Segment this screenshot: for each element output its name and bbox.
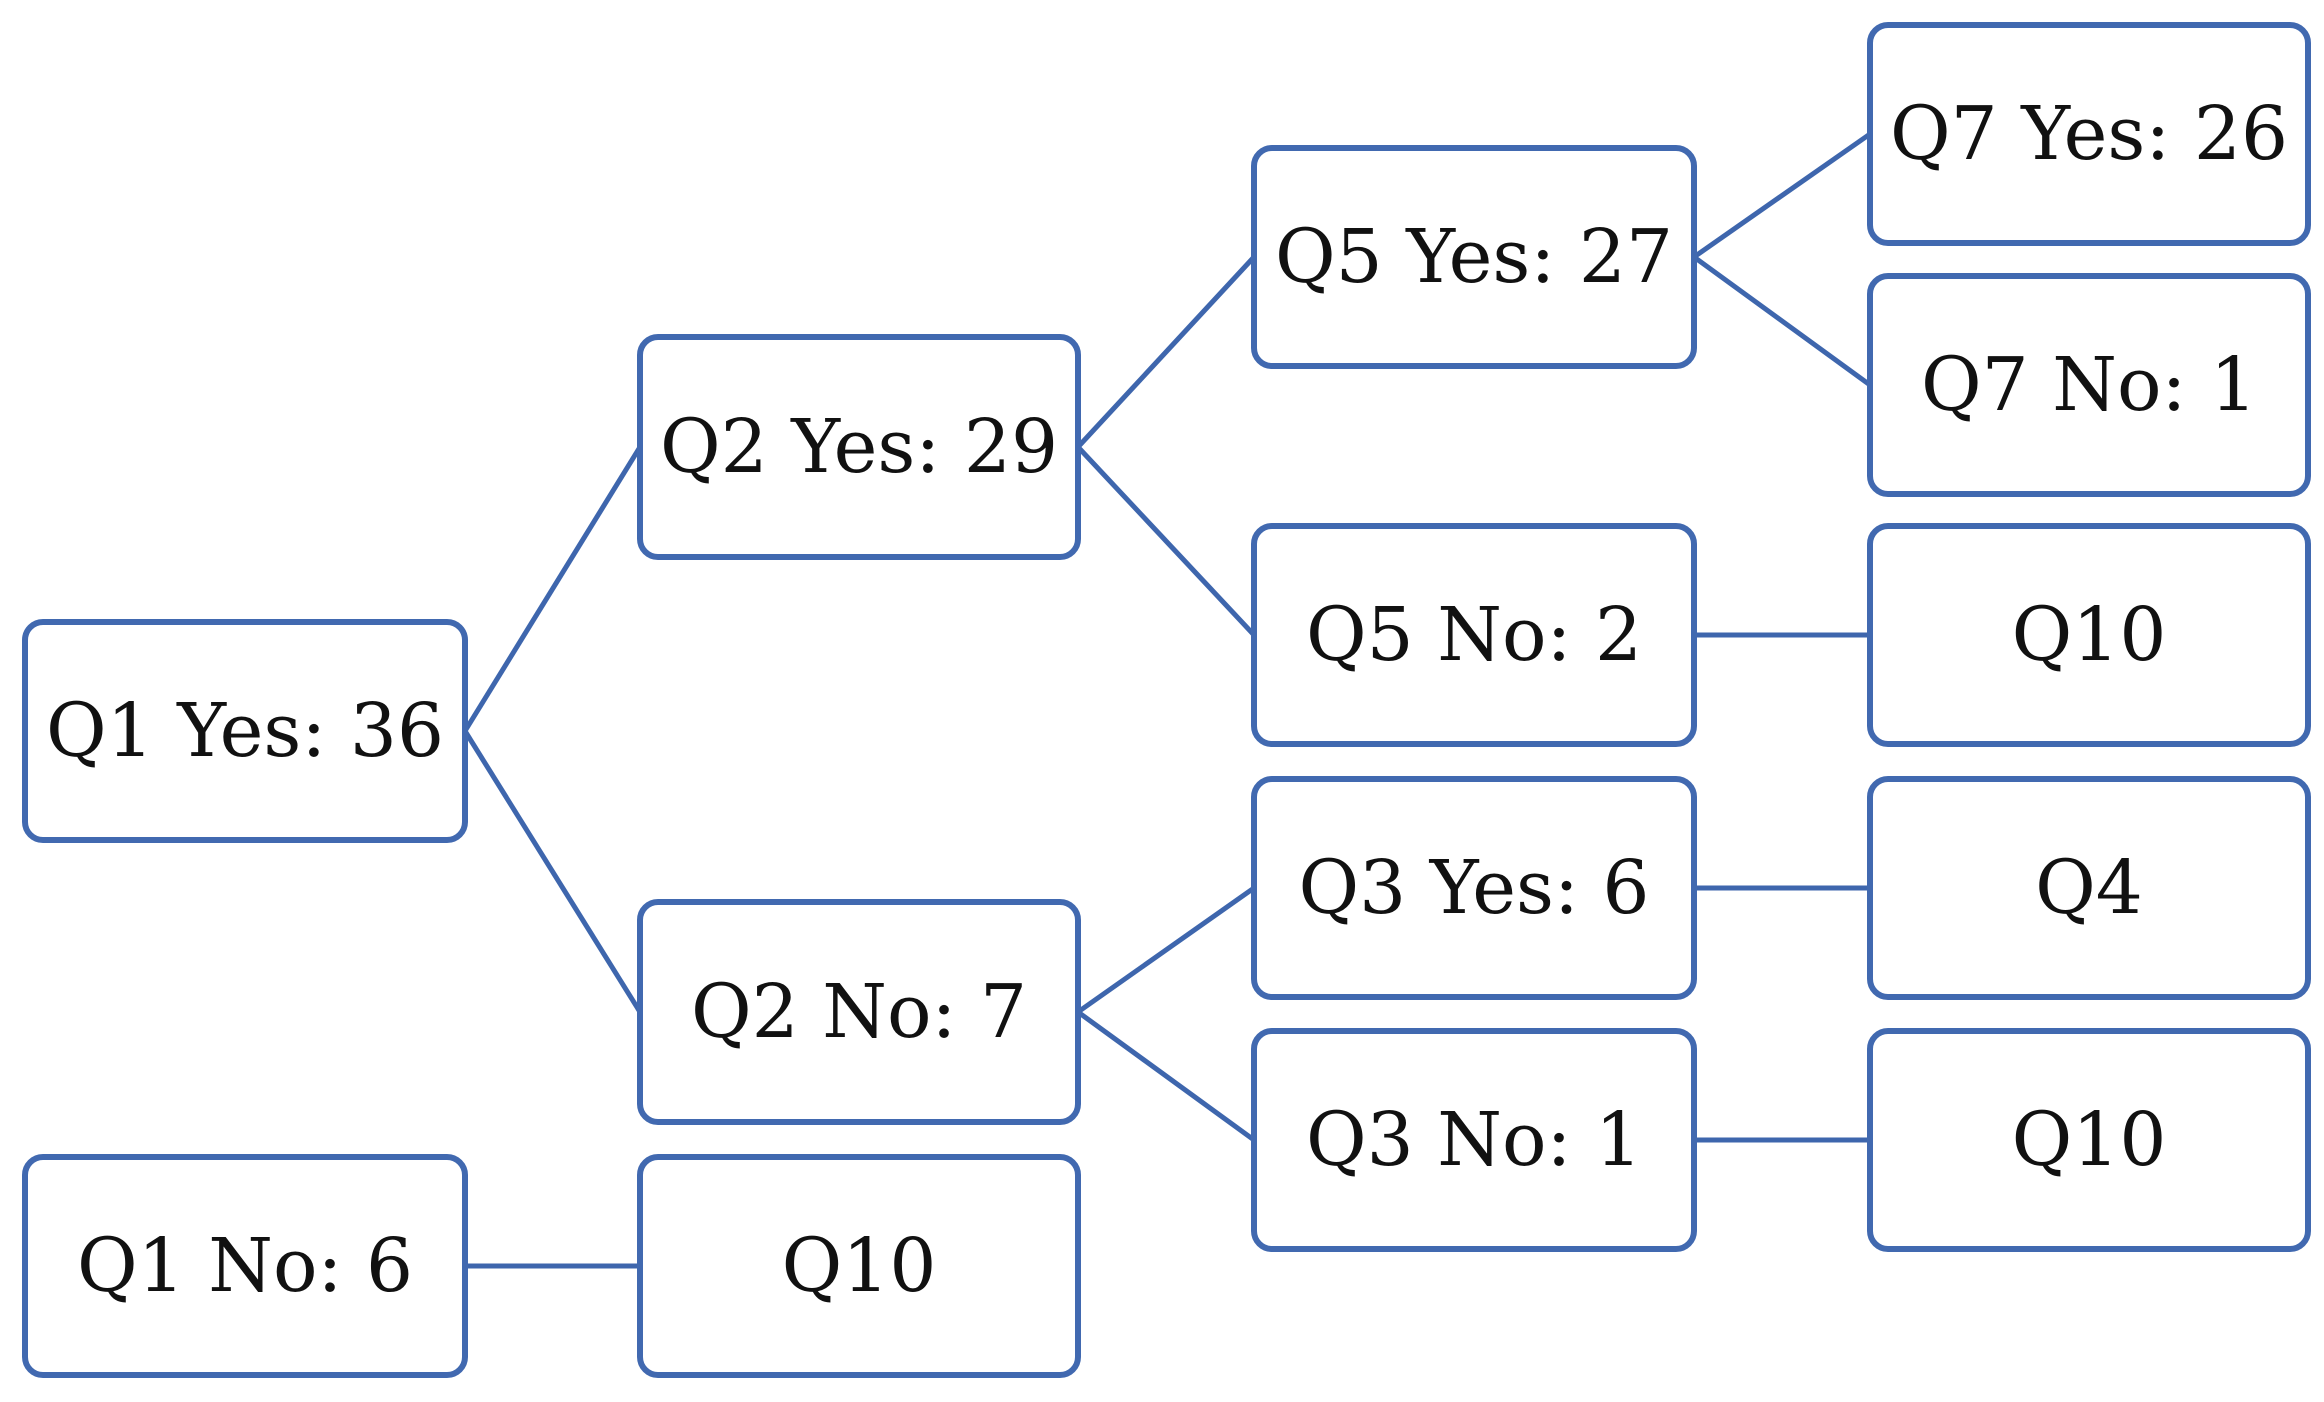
node-q5-no-next: Q10 [1867,523,2311,747]
connector-q5-yes-to-q7-yes [1692,131,1872,260]
node-q1-no-next: Q10 [637,1154,1081,1378]
node-q1-yes-label: Q1 Yes: 36 [46,688,444,774]
node-q3-yes-next-label: Q4 [2035,845,2143,931]
node-q2-yes: Q2 Yes: 29 [637,334,1081,560]
connector-lines [462,131,1872,1269]
node-q2-no-label: Q2 No: 7 [691,969,1027,1055]
node-q5-yes: Q5 Yes: 27 [1251,145,1697,369]
node-q2-no: Q2 No: 7 [637,899,1081,1125]
node-q3-no-label: Q3 No: 1 [1306,1097,1642,1183]
node-q1-no-label: Q1 No: 6 [77,1223,413,1309]
node-q3-no: Q3 No: 1 [1251,1028,1697,1252]
connector-q5-yes-to-q7-no [1692,254,1872,388]
node-q3-no-next: Q10 [1867,1028,2311,1252]
node-q2-yes-label: Q2 Yes: 29 [660,404,1058,490]
node-q3-yes-next: Q4 [1867,776,2311,1000]
node-q5-yes-label: Q5 Yes: 27 [1275,214,1673,300]
connector-q2-no-to-q3-yes [1076,885,1256,1015]
node-q1-no: Q1 No: 6 [22,1154,468,1378]
node-q7-no: Q7 No: 1 [1867,273,2311,497]
node-q3-yes-label: Q3 Yes: 6 [1299,845,1650,931]
connector-q2-yes-to-q5-no [1076,445,1256,637]
node-q5-no: Q5 No: 2 [1251,523,1697,747]
node-q7-yes-label: Q7 Yes: 26 [1890,91,2288,177]
connector-q2-no-to-q3-no [1076,1009,1256,1143]
node-q7-yes: Q7 Yes: 26 [1867,22,2311,246]
connector-q2-yes-to-q5-yes [1076,255,1256,449]
node-q5-no-next-label: Q10 [2012,592,2167,678]
node-q3-no-next-label: Q10 [2012,1097,2167,1183]
node-q3-yes: Q3 Yes: 6 [1251,776,1697,1000]
connector-q1-yes-to-q2-yes [462,445,643,733]
connector-q1-yes-to-q2-no [462,729,643,1014]
node-q1-yes: Q1 Yes: 36 [22,619,468,843]
node-q1-no-next-label: Q10 [782,1223,937,1309]
node-q7-no-label: Q7 No: 1 [1921,342,2257,428]
node-q5-no-label: Q5 No: 2 [1306,592,1642,678]
